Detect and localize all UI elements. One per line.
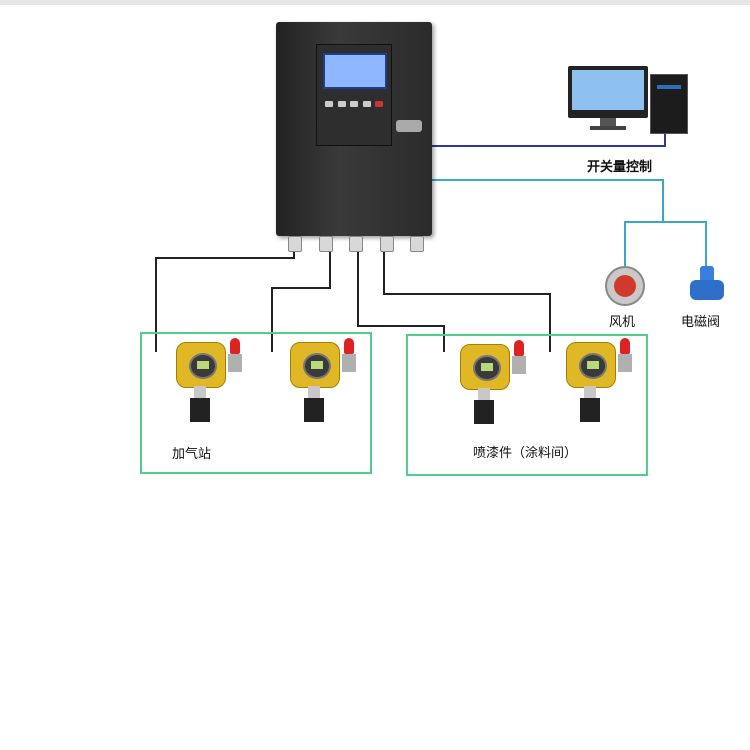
switch-control-label: 开关量控制 xyxy=(587,160,653,175)
group-right-border xyxy=(406,334,648,476)
solenoid-valve-icon xyxy=(686,266,728,304)
gland-icon xyxy=(349,236,363,252)
group-left-label: 加气站 xyxy=(172,447,212,462)
monitor-icon xyxy=(568,66,648,118)
gas-detector-icon xyxy=(172,336,244,422)
beacon-body xyxy=(228,354,242,372)
key xyxy=(362,101,371,107)
detector-head xyxy=(566,342,616,388)
key xyxy=(325,101,333,107)
beacon-body xyxy=(618,354,632,372)
gas-alarm-controller-cabinet xyxy=(276,22,432,236)
detector-pipe xyxy=(304,398,324,422)
detector-head xyxy=(290,342,340,388)
gas-detector-icon xyxy=(286,336,358,422)
top-border xyxy=(0,0,750,5)
gas-detector-icon xyxy=(562,336,634,422)
alarm-beacon-icon xyxy=(618,338,632,372)
alarm-beacon-icon xyxy=(228,338,242,372)
group-left-border xyxy=(140,332,372,474)
gland-icon xyxy=(379,236,394,252)
key xyxy=(350,101,358,107)
detector-neck xyxy=(308,386,320,398)
valve-actuator xyxy=(700,266,714,282)
solenoid-valve-label: 电磁阀 xyxy=(681,315,721,330)
detector-screen xyxy=(311,361,323,369)
sensor-wire-4 xyxy=(383,250,551,352)
detector-face xyxy=(473,355,501,381)
beacon-body xyxy=(512,356,526,374)
gland-icon xyxy=(318,236,333,252)
controller-panel xyxy=(316,44,392,146)
computer-icon xyxy=(568,66,690,144)
monitor-stand xyxy=(600,118,616,126)
valve-body xyxy=(690,280,724,300)
monitor-screen xyxy=(572,70,644,110)
detector-head xyxy=(176,342,226,388)
monitor-base xyxy=(590,126,626,130)
detector-face xyxy=(303,353,331,379)
controller-lcd-screen xyxy=(323,53,387,89)
alarm-beacon-icon xyxy=(342,338,356,372)
sensor-wire-2 xyxy=(271,250,331,352)
detector-neck xyxy=(194,386,206,398)
fan-blade xyxy=(614,275,636,297)
detector-face xyxy=(189,353,217,379)
beacon-cap xyxy=(514,340,524,356)
beacon-cap xyxy=(230,338,240,354)
fan-icon xyxy=(605,266,645,306)
group-right-label: 喷漆件（涂料间） xyxy=(473,446,578,461)
gas-detector-icon xyxy=(456,338,528,424)
detector-screen xyxy=(587,361,599,369)
key xyxy=(337,101,346,107)
tower-slot xyxy=(657,85,681,89)
beacon-cap xyxy=(344,338,354,354)
alarm-beacon-icon xyxy=(512,340,526,374)
detector-pipe xyxy=(580,398,600,422)
beacon-body xyxy=(342,354,356,372)
fan-label: 风机 xyxy=(609,315,636,330)
output-line xyxy=(432,179,707,266)
sensor-wire-3 xyxy=(357,250,445,352)
sensor-wire-1 xyxy=(155,250,295,352)
detector-pipe xyxy=(474,400,494,424)
cabinet-lock-icon xyxy=(396,120,422,132)
beacon-cap xyxy=(620,338,630,354)
detector-head xyxy=(460,344,510,390)
detector-neck xyxy=(478,388,490,400)
cable-glands xyxy=(288,236,424,252)
pc-tower-icon xyxy=(650,74,688,134)
detector-pipe xyxy=(190,398,210,422)
control-line xyxy=(432,134,666,147)
detector-face xyxy=(579,353,607,379)
detector-neck xyxy=(584,386,596,398)
gland-icon xyxy=(410,236,424,252)
key-red xyxy=(375,101,383,107)
gland-icon xyxy=(288,236,302,252)
detector-screen xyxy=(197,361,209,369)
controller-keypad xyxy=(325,101,383,115)
detector-screen xyxy=(481,363,493,371)
